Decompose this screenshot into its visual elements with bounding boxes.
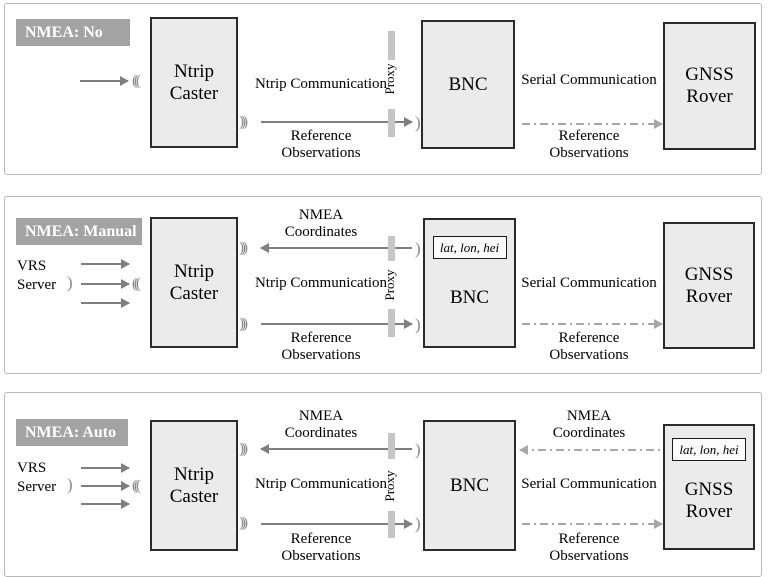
signal-receive-icon: (((: [132, 478, 141, 494]
mode-badge: NMEA: Auto: [16, 419, 128, 446]
proxy-bar-top: [388, 31, 395, 60]
proxy-label: Proxy: [382, 63, 397, 95]
serial-communication-label: Serial Communication: [521, 275, 657, 291]
ntrip-caster-box: Ntrip Caster: [150, 217, 238, 348]
vrs-stream-arrow: [81, 463, 130, 473]
signal-receive-icon: (((: [132, 73, 141, 89]
reference-observations-label: Reference Observations: [281, 531, 361, 564]
bnc-box: lat, lon, hei BNC: [423, 218, 516, 348]
serial-communication-label: Serial Communication: [521, 72, 657, 88]
serial-reference-observations-arrow: [522, 119, 663, 129]
signal-emit-icon: ))): [239, 240, 248, 256]
panel-nmea-auto: NMEA: Auto VRS Server ) ((( Ntrip Caster…: [4, 392, 762, 577]
mode-badge: NMEA: No: [16, 19, 130, 46]
reference-observations-arrow: [261, 319, 413, 329]
signal-arc-icon: ): [67, 273, 73, 292]
nmea-coordinates-label: NMEA Coordinates: [284, 207, 358, 240]
bnc-label: BNC: [449, 474, 490, 496]
signal-arc-icon: ): [415, 113, 421, 132]
signal-arc-icon: ): [415, 514, 421, 533]
serial-reference-observations-arrow: [522, 519, 663, 529]
bnc-label: BNC: [449, 287, 490, 308]
signal-emit-icon: ))): [239, 515, 248, 531]
signal-emit-icon: ))): [239, 316, 248, 332]
vrs-server-label: VRS Server: [17, 258, 57, 293]
gnss-rover-box: GNSS Rover: [663, 22, 756, 150]
serial-reference-observations-arrow: [522, 319, 663, 329]
proxy-bar-top: [388, 433, 395, 459]
vrs-server-label: VRS Server: [17, 460, 57, 495]
bnc-box: BNC: [421, 20, 515, 149]
lat-lon-hei-box: lat, lon, hei: [432, 236, 507, 259]
signal-arc-icon: ): [415, 315, 421, 334]
reference-observations-right-label: Reference Observations: [549, 330, 629, 363]
vrs-stream-arrow: [81, 481, 130, 491]
ntrip-communication-label: Ntrip Communication: [254, 476, 388, 492]
gnss-rover-label: GNSS Rover: [684, 479, 734, 522]
gnss-rover-box: GNSS Rover: [663, 222, 755, 349]
ntrip-caster-box: Ntrip Caster: [150, 420, 238, 551]
ntrip-caster-label: Ntrip Caster: [169, 60, 219, 104]
gnss-rover-label: GNSS Rover: [684, 263, 734, 307]
proxy-label: Proxy: [382, 269, 397, 301]
signal-arc-icon: ): [415, 239, 421, 258]
signal-arc-icon: ): [415, 440, 421, 459]
signal-receive-icon: (((: [132, 276, 141, 292]
signal-emit-icon: ))): [239, 441, 248, 457]
proxy-bar-bottom: [388, 511, 395, 538]
nmea-coordinates-arrow: [260, 444, 412, 454]
bnc-box: BNC: [423, 420, 516, 551]
signal-emit-icon: ))): [239, 114, 248, 130]
proxy-bar-bottom: [388, 109, 395, 137]
panel-nmea-no: NMEA: No ((( Ntrip Caster Ntrip Communic…: [4, 3, 762, 175]
reference-observations-label: Reference Observations: [281, 128, 361, 161]
proxy-label: Proxy: [382, 470, 397, 502]
nmea-coordinates-arrow: [260, 243, 412, 253]
reference-observations-arrow: [261, 117, 413, 127]
lat-lon-hei-box: lat, lon, hei: [672, 438, 746, 461]
reference-observations-arrow: [261, 519, 413, 529]
incoming-stream-arrow: [80, 76, 129, 86]
ntrip-caster-box: Ntrip Caster: [150, 17, 238, 148]
reference-observations-right-label: Reference Observations: [549, 128, 629, 161]
ntrip-caster-label: Ntrip Caster: [169, 260, 219, 304]
nmea-coordinates-right-label: NMEA Coordinates: [552, 408, 626, 441]
proxy-bar-bottom: [388, 309, 395, 337]
ntrip-communication-label: Ntrip Communication: [254, 275, 388, 291]
vrs-stream-arrow: [81, 259, 130, 269]
serial-communication-label: Serial Communication: [521, 476, 657, 492]
reference-observations-right-label: Reference Observations: [549, 531, 629, 564]
vrs-stream-arrow: [81, 499, 130, 509]
vrs-stream-arrow: [81, 298, 130, 308]
ntrip-communication-label: Ntrip Communication: [254, 76, 388, 92]
panel-nmea-manual: NMEA: Manual VRS Server ) ((( Ntrip Cast…: [4, 196, 762, 374]
bnc-label: BNC: [448, 73, 488, 95]
ntrip-caster-label: Ntrip Caster: [169, 463, 219, 507]
gnss-rover-box: lat, lon, hei GNSS Rover: [663, 424, 755, 550]
proxy-bar-top: [388, 236, 395, 261]
reference-observations-label: Reference Observations: [281, 330, 361, 363]
signal-arc-icon: ): [67, 475, 73, 494]
nmea-coordinates-label: NMEA Coordinates: [284, 408, 358, 441]
nmea-coordinates-return-arrow: [519, 445, 660, 455]
gnss-rover-label: GNSS Rover: [685, 64, 734, 107]
vrs-stream-arrow: [81, 279, 130, 289]
mode-badge: NMEA: Manual: [16, 218, 142, 245]
